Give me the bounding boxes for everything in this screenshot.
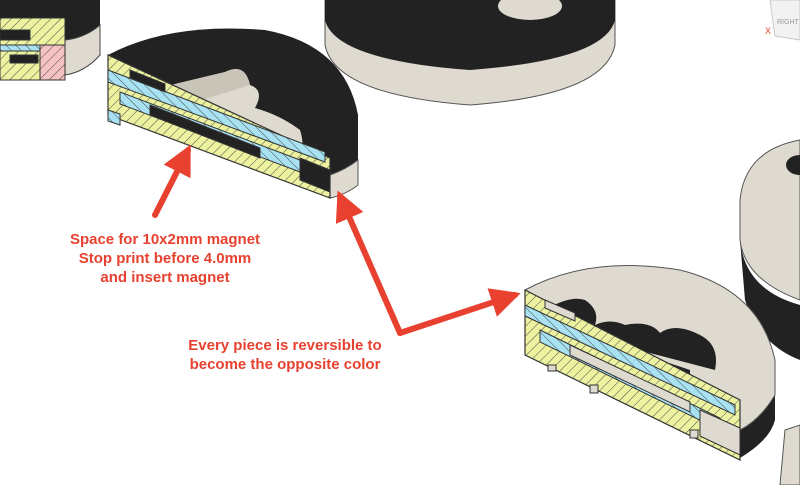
piece-black-section — [107, 28, 359, 199]
reversible-annotation-line-1: Every piece is reversible to — [188, 337, 382, 354]
reversible-annotation: Every piece is reversible to become the … — [160, 336, 410, 374]
arrow-to-white-piece — [397, 288, 521, 336]
reversible-annotation-line-2: become the opposite color — [189, 356, 381, 373]
viewcube-axis-label: X — [765, 26, 771, 36]
magnet-annotation-line-2: Stop print before 4.0mm — [78, 250, 252, 267]
viewcube-face-label: RIGHT — [777, 19, 800, 26]
viewcube[interactable]: RIGHT X — [765, 0, 800, 41]
magnet-annotation-line-1: Space for 10x2mm magnet — [69, 231, 261, 248]
piece-bottom-right-partial — [779, 424, 800, 485]
piece-top-left-partial — [0, 0, 101, 81]
magnet-annotation: Space for 10x2mm magnet Stop print befor… — [40, 230, 290, 287]
magnet-annotation-line-3: and insert magnet — [100, 269, 230, 286]
piece-top-center-disc — [324, 0, 616, 106]
piece-white-section — [524, 265, 776, 461]
arrow-to-black-piece — [335, 190, 403, 336]
arrow-to-magnet-slot — [152, 144, 191, 218]
piece-right-partial-disc — [739, 139, 800, 360]
